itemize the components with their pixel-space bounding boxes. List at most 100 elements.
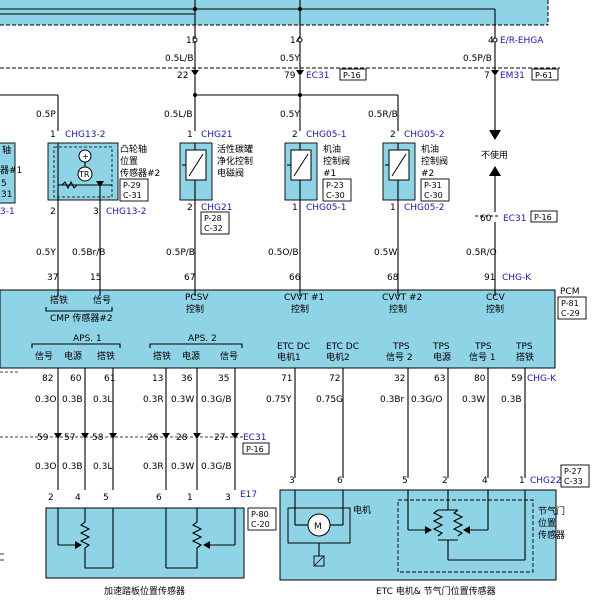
svg-text:0.75Y: 0.75Y — [266, 395, 292, 405]
pcsv-name: 净化控制 — [217, 155, 253, 167]
cmp-bracket — [45, 307, 113, 312]
splice-dot — [297, 6, 303, 12]
aps2-bracket — [149, 343, 243, 348]
svg-text:36: 36 — [181, 374, 193, 384]
ref-box: P-16 — [339, 68, 367, 81]
ref-box: P-27C-33 — [560, 464, 590, 488]
svg-text:1: 1 — [187, 493, 193, 503]
svg-text:4: 4 — [482, 476, 488, 486]
pin-number: 2 — [50, 207, 56, 217]
ref-box: P-61 — [531, 68, 559, 81]
pin-number: 1 — [187, 130, 193, 140]
pcm-top-label: 控制 — [389, 303, 407, 315]
etc-motor: M — [287, 490, 351, 567]
ref-box: P-28C-32 — [200, 211, 230, 235]
oil-valve-1-name: #1 — [323, 169, 336, 179]
pcm-pin: 67 — [184, 273, 195, 283]
pcm-module — [0, 289, 556, 369]
pcm-bottom-label: 信号 — [35, 350, 53, 362]
pcm-pin: 91 — [484, 273, 495, 283]
pin-number: 1 — [390, 203, 396, 213]
cmp-name: 传感器#2 — [120, 167, 160, 179]
svg-text:C-33: C-33 — [564, 477, 583, 486]
pcm-pin: 37 — [47, 273, 58, 283]
pin-arrow — [162, 433, 170, 439]
connector-e17: E17 — [240, 490, 257, 500]
throttle-label: 节气门 — [538, 505, 565, 517]
svg-text:0.75G: 0.75G — [316, 395, 343, 405]
pcm-bottom-label: 信号 — [220, 350, 238, 362]
ref-box: P-16 — [242, 442, 270, 455]
oil-control-valve-2 — [382, 142, 416, 201]
pin-number: 2 — [292, 130, 298, 140]
svg-text:3: 3 — [289, 476, 295, 486]
pcm-pin: 66 — [289, 273, 301, 283]
pin-terminal — [492, 37, 498, 43]
pcm-bottom-label: TPS — [392, 342, 410, 352]
cmp-sensor-label: CMP 传感器#2 — [50, 312, 113, 324]
aps2-label: APS. 2 — [188, 334, 217, 344]
svg-text:0.3G/O: 0.3G/O — [411, 395, 442, 405]
svg-text:59: 59 — [37, 433, 49, 443]
wire-spec: 0.5L/B — [165, 54, 194, 64]
pcm-bottom-label: ETC DC — [277, 342, 310, 352]
pcm-bottom-label: TPS — [474, 342, 492, 352]
pcm-top-label: CVVT #1 — [284, 293, 324, 303]
connector-label: CHG05-2 — [404, 203, 444, 213]
wire-spec: 0.5R/B — [368, 110, 398, 120]
etc-sensor-box — [279, 489, 557, 581]
connector-label: CHG13-2 — [65, 130, 105, 140]
ref-box: P-29C-31 — [119, 178, 149, 202]
ref-box: P-16 — [530, 210, 558, 223]
svg-text:C-29: C-29 — [561, 309, 580, 318]
svg-text:+: + — [82, 152, 89, 161]
pcm-top-label: CVVT #2 — [382, 293, 422, 303]
wire-spec: 0.5W — [374, 248, 397, 258]
cmp-name: 位置 — [120, 155, 138, 167]
svg-text:0.3Br: 0.3Br — [380, 395, 404, 405]
pcm-pin: 15 — [90, 273, 101, 283]
splice-dot — [298, 93, 302, 97]
pcm-bottom-label: 电机1 — [277, 351, 301, 363]
wire-spec: 0.5P/B — [463, 54, 492, 64]
connector-pin: 79 — [284, 71, 296, 81]
arrow-up-icon — [489, 166, 501, 176]
svg-text:0.3R: 0.3R — [143, 462, 164, 472]
pcm-bottom-label: 电源 — [182, 350, 200, 362]
pin-arrow — [491, 70, 499, 76]
pin-arrow — [296, 70, 304, 76]
connector-chgk: CHG-K — [527, 374, 557, 384]
svg-text:P-23: P-23 — [326, 181, 344, 190]
svg-text:5: 5 — [402, 476, 408, 486]
svg-text:63: 63 — [434, 374, 445, 384]
aps1-label: APS. 1 — [73, 334, 102, 344]
svg-text:6: 6 — [337, 476, 343, 486]
connector-ec31: EC31 — [243, 433, 266, 443]
throttle-position-sensor — [397, 490, 534, 573]
svg-text:P-16: P-16 — [246, 445, 264, 454]
pin-number: 1 — [292, 203, 298, 213]
svg-text:6: 6 — [156, 493, 162, 503]
pin-number: 1 — [50, 130, 56, 140]
pcm-bottom-label: ETC DC — [326, 342, 359, 352]
connector-label: CHG21 — [201, 203, 232, 213]
svg-text:C-30: C-30 — [424, 191, 443, 200]
wire-spec: 0.5P/B — [166, 248, 195, 258]
pcm-bottom-label: 信号 1 — [469, 351, 496, 363]
svg-text:59: 59 — [511, 374, 523, 384]
connector-chgk: CHG-K — [502, 273, 532, 283]
svg-text:32: 32 — [394, 374, 405, 384]
not-used-label: 不使用 — [481, 149, 508, 161]
pcsv-name: 电磁阀 — [217, 167, 244, 179]
splice-dot — [193, 93, 197, 97]
ref-box: P-81C-29 — [557, 296, 587, 320]
svg-text:2: 2 — [442, 476, 448, 486]
pcm-top-label: 控制 — [486, 303, 504, 315]
svg-text:0.3L: 0.3L — [93, 395, 112, 405]
pin-arrow — [81, 433, 89, 439]
connector-pin: 22 — [177, 71, 188, 81]
pcm-bottom-label: 电源 — [64, 350, 82, 362]
svg-text:C-20: C-20 — [251, 520, 270, 529]
arrow-down-icon — [489, 130, 501, 140]
